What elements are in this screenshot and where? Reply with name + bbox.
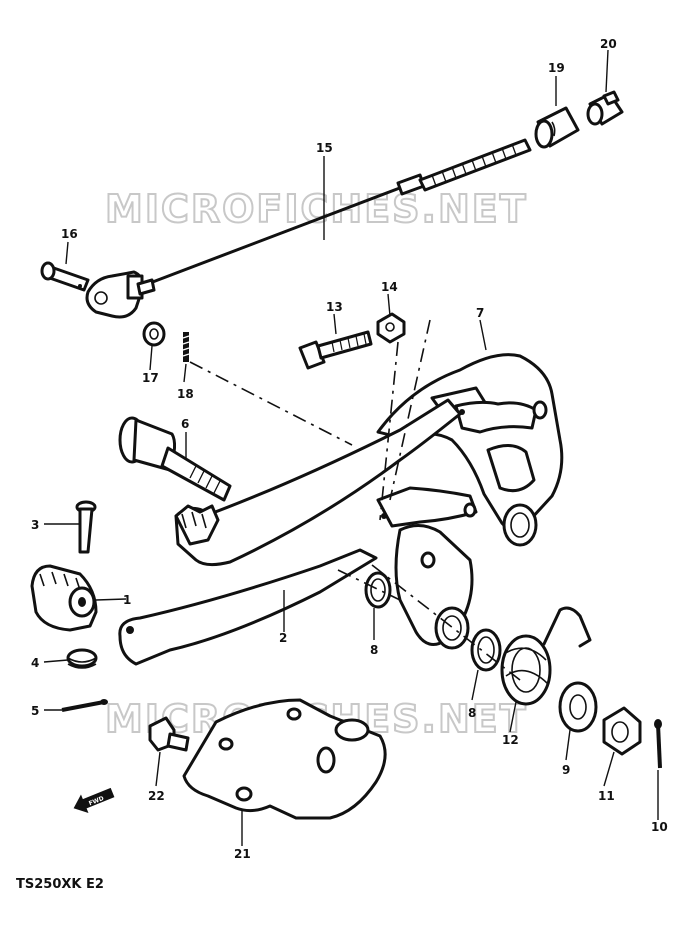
callout-17: 17 bbox=[142, 371, 159, 385]
part-2-brake-pedal bbox=[118, 398, 462, 666]
callout-12: 12 bbox=[502, 733, 519, 747]
part-6-pivot-bolt bbox=[118, 416, 232, 502]
part-5-cotter-pin bbox=[61, 699, 108, 712]
callout-leaders bbox=[43, 49, 659, 846]
part-4-spring bbox=[66, 648, 98, 669]
callout-18: 18 bbox=[177, 387, 194, 401]
callout-7: 7 bbox=[476, 306, 484, 320]
part-15-brake-cable bbox=[85, 138, 532, 319]
callout-6: 6 bbox=[181, 417, 189, 431]
callout-22: 22 bbox=[148, 789, 165, 803]
forward-arrow-icon: FWD bbox=[73, 787, 115, 814]
part-12-return-spring bbox=[500, 606, 592, 706]
part-8-o-ring-upper bbox=[364, 571, 392, 609]
part-16-clevis-pin bbox=[40, 261, 90, 292]
part-7-footrest-bracket bbox=[376, 353, 564, 650]
model-code: TS250XK E2 bbox=[16, 877, 104, 892]
callout-5: 5 bbox=[31, 704, 39, 718]
part-14-nut bbox=[376, 312, 406, 344]
part-9-washer bbox=[558, 681, 598, 733]
part-1-footrest bbox=[30, 564, 98, 632]
callout-15: 15 bbox=[316, 141, 333, 155]
part-8-o-ring-lower bbox=[470, 628, 502, 672]
callout-1: 1 bbox=[123, 593, 131, 607]
callout-2: 2 bbox=[279, 631, 287, 645]
part-17-washer bbox=[142, 321, 166, 347]
callout-9: 9 bbox=[562, 763, 570, 777]
callout-14: 14 bbox=[381, 280, 398, 294]
callout-11: 11 bbox=[598, 789, 615, 803]
callout-4: 4 bbox=[31, 656, 39, 670]
callout-10: 10 bbox=[651, 820, 668, 834]
watermark-top: MICROFICHES.NET bbox=[105, 187, 528, 231]
callout-3: 3 bbox=[31, 518, 39, 532]
callout-21: 21 bbox=[234, 847, 251, 861]
callout-19: 19 bbox=[548, 61, 565, 75]
part-22-bolt bbox=[148, 716, 190, 752]
part-19-collar bbox=[534, 106, 580, 149]
callout-labels: 1 2 3 4 5 6 7 8 8 9 10 11 12 13 14 15 16… bbox=[31, 37, 668, 861]
callout-8-upper: 8 bbox=[370, 643, 378, 657]
alignment-lines bbox=[189, 319, 521, 681]
part-13-bolt bbox=[298, 330, 373, 370]
part-10-cotter-pin bbox=[654, 719, 662, 769]
callout-8-lower: 8 bbox=[468, 706, 476, 720]
part-20-cap-nut bbox=[586, 90, 624, 126]
part-21-plate bbox=[182, 698, 387, 820]
callout-20: 20 bbox=[600, 37, 617, 51]
part-3-pin bbox=[75, 500, 97, 554]
callout-16: 16 bbox=[61, 227, 78, 241]
callout-13: 13 bbox=[326, 300, 343, 314]
part-18-spring-pin bbox=[182, 332, 190, 362]
part-11-nut bbox=[602, 706, 642, 756]
